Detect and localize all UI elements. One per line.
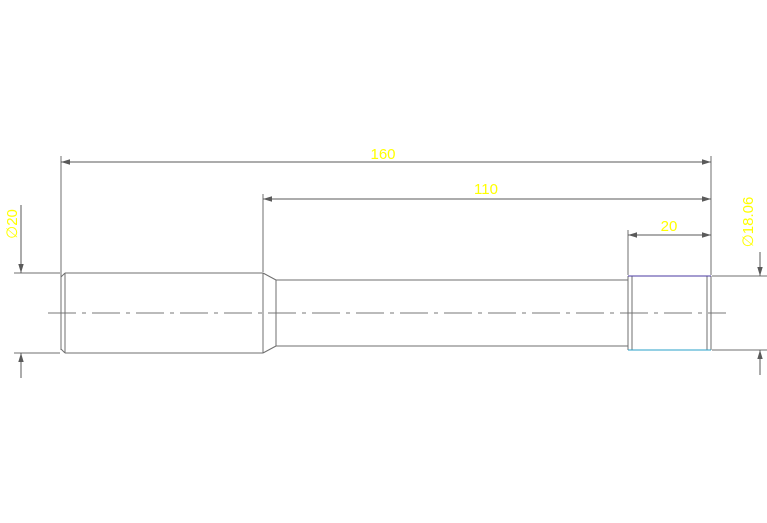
dim-text-thread-length: 20	[661, 218, 678, 235]
dim-text-right-diameter: ∅18.06	[740, 197, 757, 248]
dim-text-left-diameter: ∅20	[4, 209, 21, 239]
dim-text-reduced-length: 110	[474, 181, 498, 198]
extension-lines	[14, 156, 767, 354]
dim-text-overall-length: 160	[370, 146, 395, 163]
